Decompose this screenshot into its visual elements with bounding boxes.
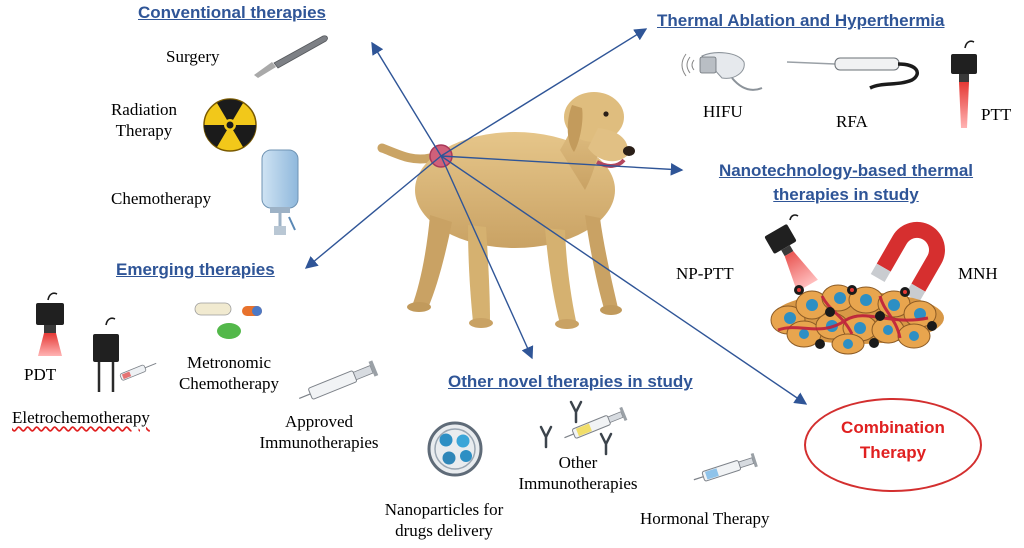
label-radiation-line2: Therapy: [115, 121, 173, 140]
label-metronomic-chemotherapy: Metronomic Chemotherapy: [166, 352, 292, 394]
heading-nanotechnology-line1: Nanotechnology-based thermal: [718, 161, 974, 180]
radiation-icon: [203, 98, 257, 152]
heading-other-novel-therapies: Other novel therapies in study: [448, 372, 693, 391]
label-approved-immunotherapies: Approved Immunotherapies: [244, 411, 394, 453]
label-approved-line1: Approved: [285, 412, 353, 431]
heading-nanotechnology-line2: therapies in study: [773, 185, 919, 204]
label-other-line2: Immunotherapies: [518, 474, 638, 493]
antibody-icon: [539, 400, 613, 456]
tumor-cells-icon: [770, 284, 944, 355]
arrow-other: [440, 155, 534, 360]
label-other-line1: Other: [558, 453, 598, 472]
arrows: [304, 28, 808, 405]
label-hifu: HIFU: [703, 102, 743, 121]
hormonal-syringe-icon: [693, 452, 758, 482]
heading-emerging-therapies: Emerging therapies: [116, 260, 275, 279]
arrow-thermal: [440, 28, 648, 157]
immunotherapy-syringe-icon: [298, 360, 379, 400]
iv-bag-icon: [261, 149, 299, 235]
label-hormonal-therapy: Hormonal Therapy: [640, 509, 770, 528]
label-eletrochemotherapy: Eletrochemotherapy: [12, 407, 150, 428]
label-metronomic-line1: Metronomic: [186, 353, 272, 372]
heading-nanotechnology-thermal: Nanotechnology-based thermal therapies i…: [684, 159, 1008, 207]
label-nanoparticles-line2: drugs delivery: [395, 521, 493, 540]
nanoparticle-icon: [427, 421, 483, 477]
label-nanoparticles-line1: Nanoparticles for: [384, 500, 504, 519]
scalpel-icon: [254, 35, 328, 78]
label-radiation-therapy: Radiation Therapy: [96, 99, 192, 141]
arrow-combination: [440, 155, 808, 405]
combination-therapy-ellipse: [804, 398, 982, 492]
arrow-nano: [440, 155, 684, 176]
hifu-device-icon: [681, 52, 763, 91]
label-ptt: PTT: [981, 105, 1012, 124]
pills-icon: [194, 302, 262, 339]
combination-therapy-label: Combination Therapy: [804, 415, 982, 465]
small-syringe-icon: [119, 362, 157, 381]
combination-line1: Combination: [841, 418, 945, 437]
magnet-icon: [870, 221, 945, 302]
pdt-laser-icon: [36, 292, 64, 356]
arrow-emerging: [304, 155, 442, 269]
electroporation-device-icon: [93, 317, 119, 392]
dog-icon: [377, 92, 635, 329]
label-np-ptt: NP-PTT: [676, 264, 734, 283]
ptt-laser-icon: [951, 40, 977, 128]
label-pdt: PDT: [24, 365, 57, 384]
label-radiation-line1: Radiation: [110, 100, 178, 119]
heading-conventional-therapies: Conventional therapies: [138, 3, 326, 22]
label-rfa: RFA: [836, 112, 868, 131]
label-metronomic-line2: Chemotherapy: [178, 374, 280, 393]
label-chemotherapy: Chemotherapy: [111, 189, 212, 208]
rfa-probe-icon: [786, 57, 919, 90]
other-immunotherapy-syringe-icon: [564, 406, 628, 439]
np-ptt-laser-icon: [764, 214, 818, 292]
label-nanoparticles-drug-delivery: Nanoparticles for drugs delivery: [370, 499, 518, 541]
label-mnh: MNH: [958, 264, 998, 283]
label-other-immunotherapies: Other Immunotherapies: [496, 452, 660, 494]
heading-thermal-ablation: Thermal Ablation and Hyperthermia: [657, 11, 945, 30]
label-surgery: Surgery: [166, 47, 220, 66]
label-approved-line2: Immunotherapies: [259, 433, 379, 452]
combination-line2: Therapy: [859, 443, 927, 462]
label-eletrochemotherapy-text: Eletrochemotherapy: [12, 408, 150, 427]
arrow-conventional: [371, 41, 442, 157]
